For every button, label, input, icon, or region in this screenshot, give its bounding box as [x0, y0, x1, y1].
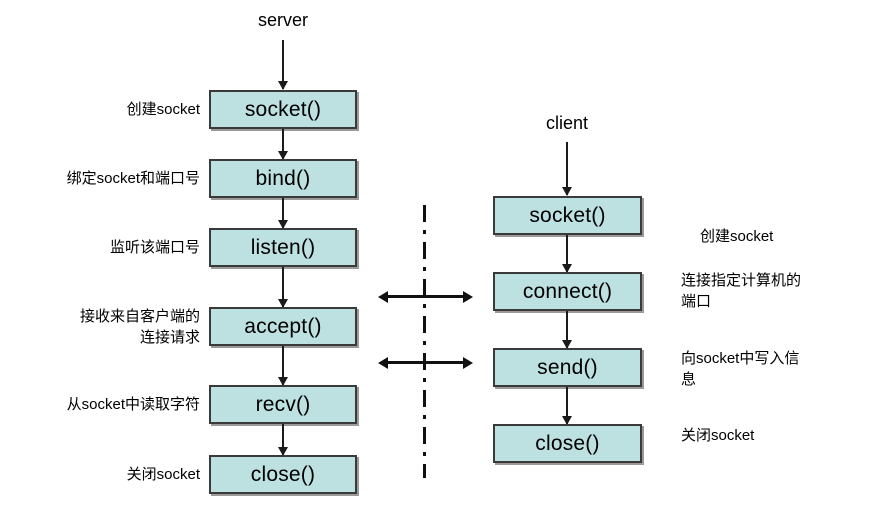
- client-column-title: client: [545, 113, 589, 133]
- server-step-socket[interactable]: socket(): [209, 90, 357, 129]
- client-note-socket: 创建socket: [700, 228, 774, 245]
- server-arrow-socket-bind: [282, 129, 284, 159]
- server-column-title: server: [257, 10, 309, 30]
- client-step-socket[interactable]: socket(): [493, 196, 642, 235]
- server-note-accept-line1: 接收来自客户端的: [79, 308, 200, 325]
- server-step-close[interactable]: close(): [209, 455, 357, 494]
- server-arrow-recv-close: [282, 424, 284, 455]
- server-arrow-accept-recv: [282, 346, 284, 385]
- server-entry-arrow: [282, 40, 284, 89]
- server-client-divider: [423, 205, 426, 478]
- client-note-send-line2: 息: [681, 371, 697, 388]
- server-note-socket: 创建socket: [126, 101, 200, 118]
- client-note-connect-line2: 端口: [681, 293, 712, 310]
- server-note-accept: 接收来自客户端的 连接请求: [10, 306, 200, 348]
- server-step-recv[interactable]: recv(): [209, 385, 357, 424]
- send-recv-link-arrow: [387, 361, 464, 364]
- client-step-close[interactable]: close(): [493, 424, 642, 463]
- server-note-listen: 监听该端口号: [109, 239, 200, 256]
- server-note-bind: 绑定socket和端口号: [66, 170, 200, 187]
- client-arrow-connect-send: [566, 311, 568, 348]
- client-note-send-line1: 向socket中写入信: [681, 350, 800, 367]
- server-note-recv: 从socket中读取字符: [66, 396, 200, 413]
- client-note-connect-line1: 连接指定计算机的: [681, 272, 802, 289]
- client-arrow-socket-connect: [566, 235, 568, 272]
- server-step-bind[interactable]: bind(): [209, 159, 357, 198]
- client-note-close: 关闭socket: [681, 427, 755, 444]
- client-step-connect[interactable]: connect(): [493, 272, 642, 311]
- client-note-connect: 连接指定计算机的 端口: [681, 270, 861, 312]
- client-entry-arrow: [566, 142, 568, 195]
- server-note-close: 关闭socket: [126, 466, 200, 483]
- server-note-accept-line2: 连接请求: [139, 329, 200, 346]
- client-arrow-send-close: [566, 387, 568, 424]
- client-step-send[interactable]: send(): [493, 348, 642, 387]
- connect-accept-link-arrow: [387, 295, 464, 298]
- server-arrow-bind-listen: [282, 198, 284, 228]
- server-arrow-listen-accept: [282, 267, 284, 307]
- server-step-accept[interactable]: accept(): [209, 307, 357, 346]
- client-note-send: 向socket中写入信 息: [681, 348, 866, 390]
- server-step-listen[interactable]: listen(): [209, 228, 357, 267]
